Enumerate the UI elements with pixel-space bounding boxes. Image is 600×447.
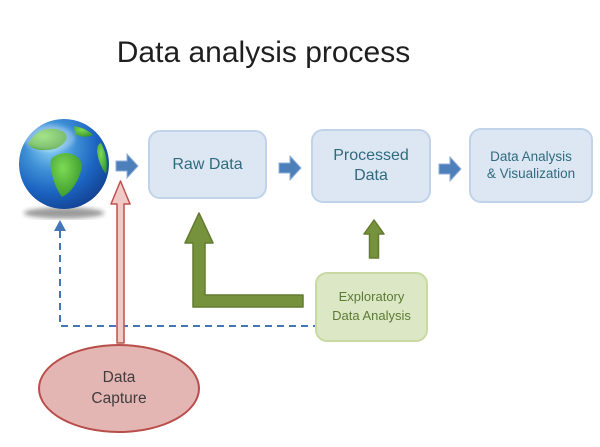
node-label-line: Processed bbox=[333, 147, 409, 164]
arrow-data-capture-to-globe bbox=[110, 180, 131, 344]
node-label-line: Data bbox=[102, 368, 136, 386]
node-data-capture: Data Capture bbox=[38, 344, 200, 433]
feedback-arrow-eda-to-raw-data bbox=[184, 212, 304, 308]
feedback-arrow-eda-to-processed-data bbox=[363, 219, 385, 259]
node-label-line: Data bbox=[354, 167, 388, 184]
node-label-line: Data Analysis bbox=[490, 148, 572, 164]
node-exploratory-data-analysis: Exploratory Data Analysis bbox=[315, 272, 428, 342]
flow-arrow-processed-to-analysis bbox=[438, 156, 462, 182]
globe-icon bbox=[19, 119, 109, 219]
flow-arrow-raw-to-processed bbox=[278, 155, 302, 181]
node-label-line: & Visualization bbox=[486, 165, 576, 181]
node-label-line: Capture bbox=[91, 389, 147, 407]
node-raw-data: Raw Data bbox=[148, 130, 267, 199]
node-label-line: Data Analysis bbox=[332, 308, 411, 323]
flow-arrow-globe-to-raw-data bbox=[115, 153, 139, 179]
node-data-analysis-visualization: Data Analysis & Visualization bbox=[469, 128, 593, 203]
dashed-feedback-line-eda-to-globe bbox=[54, 220, 315, 327]
page-title: Data analysis process bbox=[116, 36, 411, 69]
node-processed-data: Processed Data bbox=[311, 129, 431, 203]
node-label: Raw Data bbox=[172, 155, 243, 173]
node-label-line: Exploratory bbox=[338, 289, 405, 305]
